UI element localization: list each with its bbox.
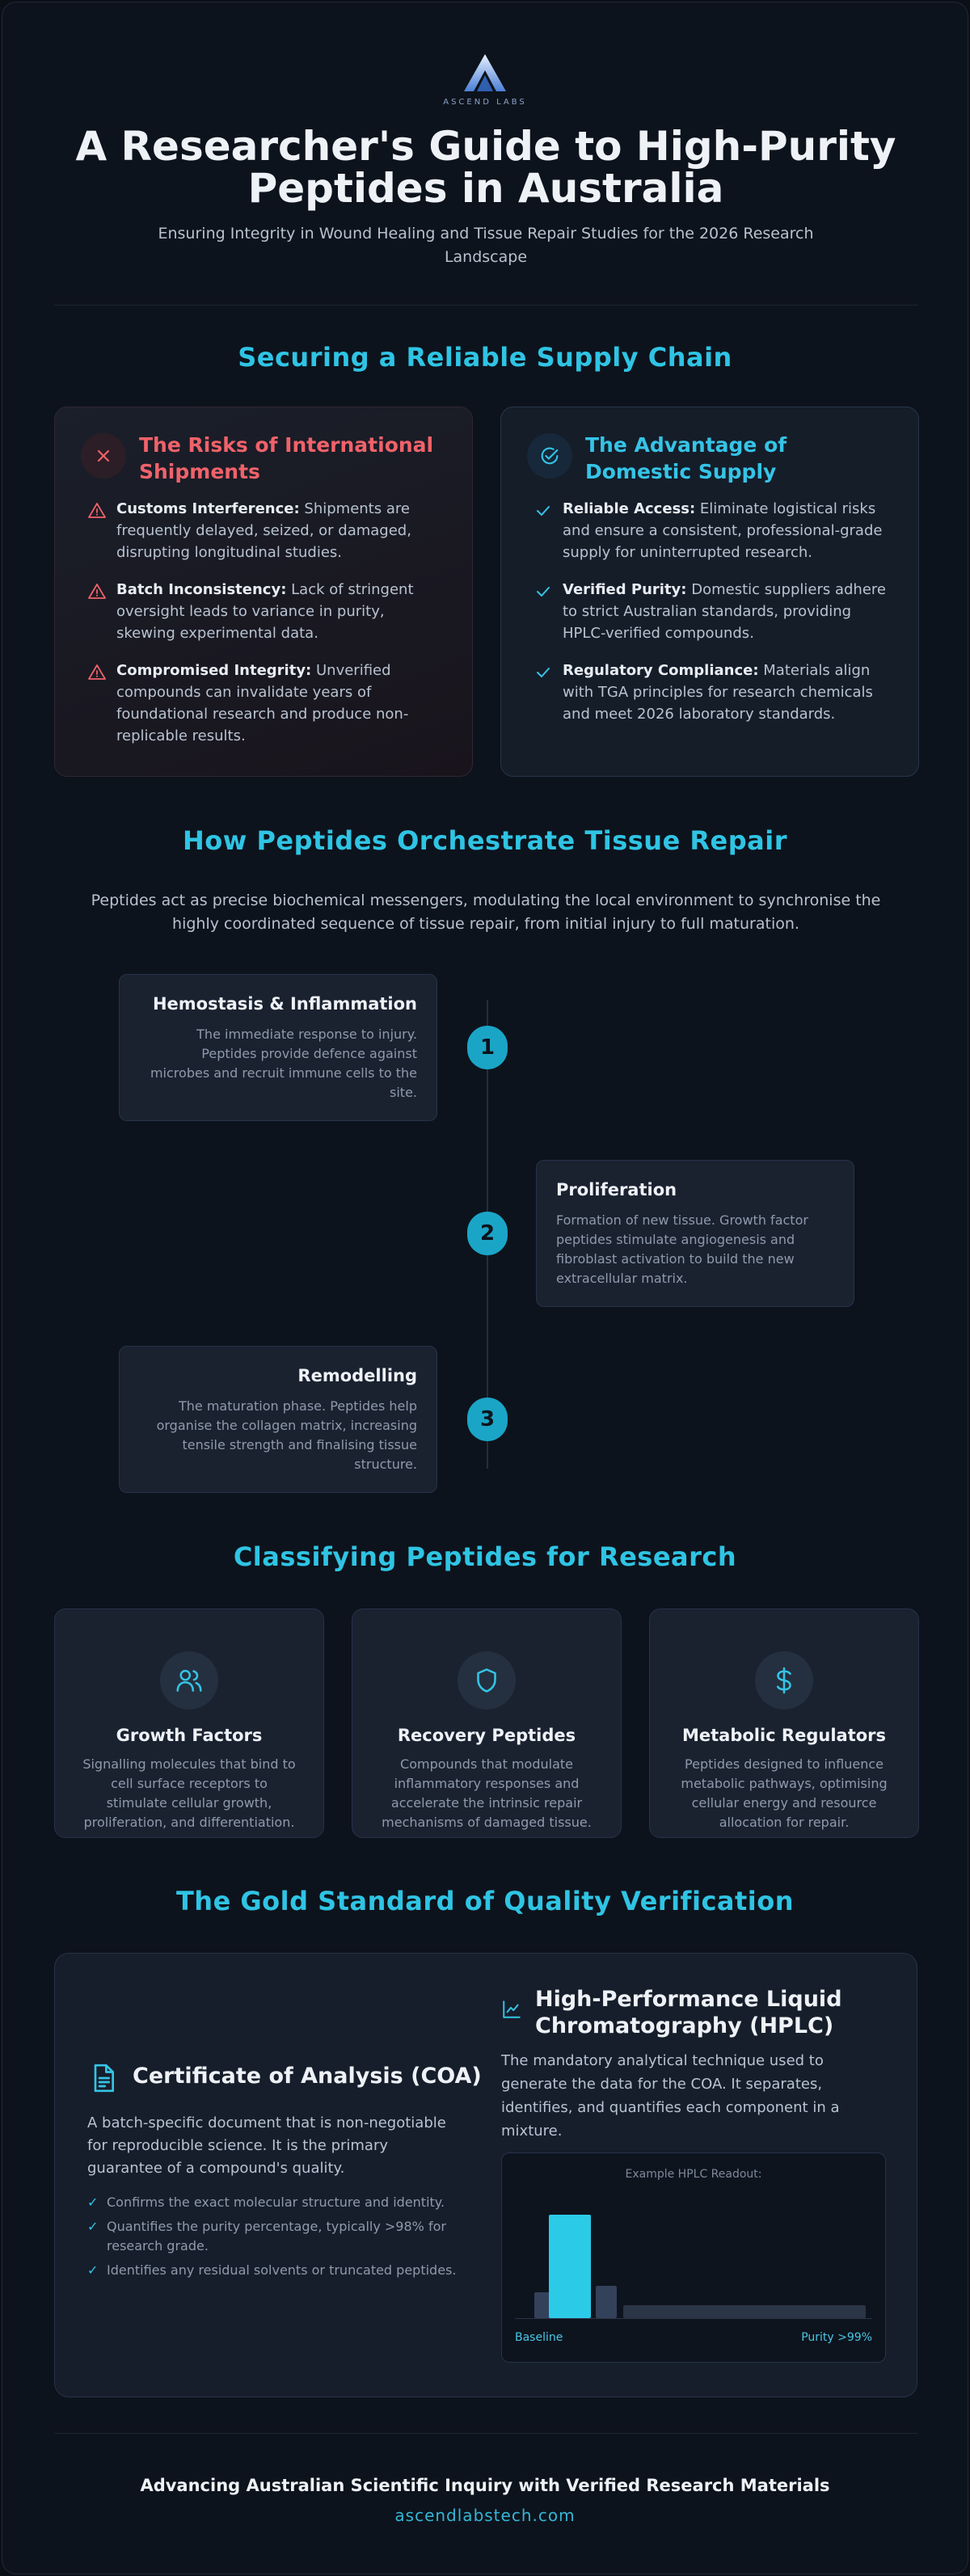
class-card: Recovery Peptides Compounds that modulat…	[352, 1608, 622, 1838]
step-number: 2	[467, 1212, 508, 1255]
readout-axis	[515, 2318, 872, 2319]
section-title-classify: Classifying Peptides for Research	[233, 1541, 737, 1572]
step-title: Hemostasis & Inflammation	[152, 994, 417, 1014]
coa-text: A batch-specific document that is non-ne…	[87, 2114, 446, 2177]
readout-bar	[596, 2286, 617, 2318]
advantage-label: Regulatory Compliance:	[563, 662, 759, 679]
step-title: Proliferation	[556, 1180, 677, 1199]
class-text: Peptides designed to influence metabolic…	[681, 1756, 888, 1830]
dollar-icon	[755, 1651, 813, 1710]
risk-text: Shipments are frequently delayed, seized…	[116, 500, 411, 561]
timeline-card: Proliferation Formation of new tissue. G…	[536, 1160, 854, 1307]
risk-label: Customs Interference:	[116, 500, 300, 517]
step-title: Remodelling	[297, 1366, 417, 1385]
step-number: 3	[467, 1398, 508, 1441]
step-number: 1	[467, 1026, 508, 1069]
timeline-card: Hemostasis & Inflammation The immediate …	[119, 974, 437, 1121]
advantage-label: Verified Purity:	[563, 581, 687, 598]
class-title: Metabolic Regulators	[681, 1726, 887, 1745]
risks-title: The Risks of International Shipments	[139, 433, 434, 483]
readout-bar	[549, 2215, 591, 2318]
advantage-text: Materials align with TGA principles for …	[563, 662, 873, 723]
check-circle-icon	[527, 433, 572, 479]
step-text: The maturation phase. Peptides help orga…	[156, 1398, 417, 1472]
advantage-card: The Advantage of Domestic Supply Reliabl…	[500, 407, 919, 777]
brand-logo: ASCEND LABS	[2, 53, 968, 107]
hplc-text: The mandatory analytical technique used …	[501, 2052, 840, 2140]
advantage-text: Eliminate logistical risks and ensure a …	[563, 500, 883, 561]
class-title: Recovery Peptides	[397, 1726, 576, 1745]
warning-icon	[88, 584, 106, 599]
baseline-label: Baseline	[515, 2331, 563, 2344]
divider	[54, 2433, 917, 2434]
check-icon: ✓	[87, 2219, 99, 2234]
advantage-label: Reliable Access:	[563, 500, 696, 517]
list-item: ✓ Quantifies the purity percentage, typic…	[87, 2217, 467, 2256]
check-icon	[537, 506, 550, 516]
risk-label: Compromised Integrity:	[116, 662, 312, 679]
list-item: ✓ Identifies any residual solvents or tru…	[87, 2261, 467, 2280]
section-title-supply: Securing a Reliable Supply Chain	[238, 342, 732, 373]
step-text: The immediate response to injury. Peptid…	[150, 1027, 417, 1100]
readout-title: Example HPLC Readout:	[625, 2168, 762, 2181]
check-text: Identifies any residual solvents or trun…	[107, 2262, 457, 2278]
coa-checklist: ✓ Confirms the exact molecular structure …	[87, 2193, 467, 2285]
chart-icon	[503, 2001, 521, 2018]
quality-panel: Certificate of Analysis (COA) A batch-sp…	[54, 1953, 917, 2397]
list-item: ✓ Confirms the exact molecular structure …	[87, 2193, 467, 2212]
section-title-repair: How Peptides Orchestrate Tissue Repair	[183, 825, 787, 856]
timeline-card: Remodelling The maturation phase. Peptid…	[119, 1346, 437, 1493]
class-text: Signalling molecules that bind to cell s…	[82, 1756, 296, 1830]
document-icon	[94, 2064, 114, 2093]
step-text: Formation of new tissue. Growth factor p…	[556, 1212, 808, 1286]
hplc-title: High-Performance Liquid Chromatography (…	[535, 1987, 842, 2038]
users-icon	[160, 1651, 218, 1710]
check-icon: ✓	[87, 2262, 99, 2278]
check-icon: ✓	[87, 2194, 99, 2210]
risk-text: Unverified compounds can invalidate year…	[116, 662, 409, 744]
check-icon	[537, 587, 550, 597]
readout-bar	[623, 2305, 866, 2318]
website-link[interactable]: ascendlabstech.com	[394, 2506, 576, 2525]
warning-icon	[88, 503, 106, 518]
advantage-title: The Advantage of Domestic Supply	[585, 433, 787, 483]
warning-icon	[88, 664, 106, 680]
divider	[54, 305, 917, 306]
section-title-quality: The Gold Standard of Quality Verificatio…	[175, 1886, 795, 1916]
logo-text: ASCEND LABS	[443, 98, 527, 107]
purity-label: Purity >99%	[801, 2331, 872, 2344]
shield-icon	[458, 1651, 516, 1710]
ascend-logo-icon	[464, 54, 506, 91]
coa-title: Certificate of Analysis (COA)	[133, 2064, 482, 2089]
risks-card: The Risks of International Shipments Cus…	[54, 407, 473, 777]
hplc-heading: High-Performance Liquid Chromatography (…	[501, 1986, 889, 2039]
check-text: Confirms the exact molecular structure a…	[107, 2194, 445, 2210]
footer-title: Advancing Australian Scientific Inquiry …	[140, 2476, 830, 2495]
check-icon	[537, 668, 550, 677]
advantage-text: Domestic suppliers adhere to strict Aust…	[563, 581, 886, 642]
hplc-readout: Example HPLC Readout: Baseline Purity >9…	[501, 2152, 886, 2363]
page-subtitle: Ensuring Integrity in Wound Healing and …	[158, 225, 814, 266]
risk-label: Batch Inconsistency:	[116, 581, 287, 598]
repair-intro: Peptides act as precise biochemical mess…	[91, 892, 881, 933]
class-card: Growth Factors Signalling molecules that…	[54, 1608, 324, 1838]
page-title: A Researcher's Guide to High-Purity Pept…	[75, 123, 896, 212]
check-text: Quantifies the purity percentage, typica…	[107, 2219, 446, 2253]
class-card: Metabolic Regulators Peptides designed t…	[649, 1608, 919, 1838]
class-title: Growth Factors	[116, 1726, 263, 1745]
close-circle-icon	[81, 433, 126, 479]
risk-text: Lack of stringent oversight leads to var…	[116, 581, 414, 642]
class-text: Compounds that modulate inflammatory res…	[382, 1756, 592, 1830]
